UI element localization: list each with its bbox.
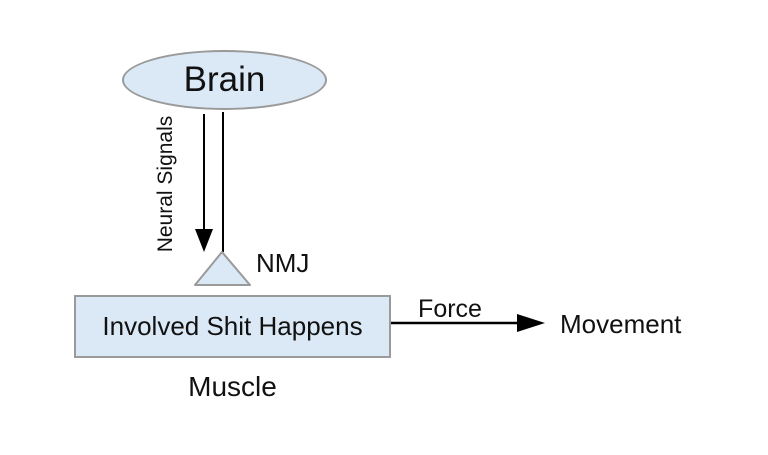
force-arrowhead	[517, 314, 545, 332]
nmj-label: NMJ	[256, 248, 310, 278]
brain-node-label: Brain	[183, 60, 266, 99]
force-edge-label: Force	[418, 295, 482, 323]
muscle-node-label: Involved Shit Happens	[102, 311, 363, 341]
movement-label: Movement	[560, 309, 682, 339]
nmj-triangle	[194, 251, 251, 286]
muscle-caption: Muscle	[188, 371, 277, 402]
brain-node: Brain	[122, 50, 327, 110]
neural-signal-arrowhead	[195, 229, 213, 252]
neural-signals-edge-label: Neural Signals	[154, 115, 177, 253]
muscle-node: Involved Shit Happens	[74, 295, 391, 358]
